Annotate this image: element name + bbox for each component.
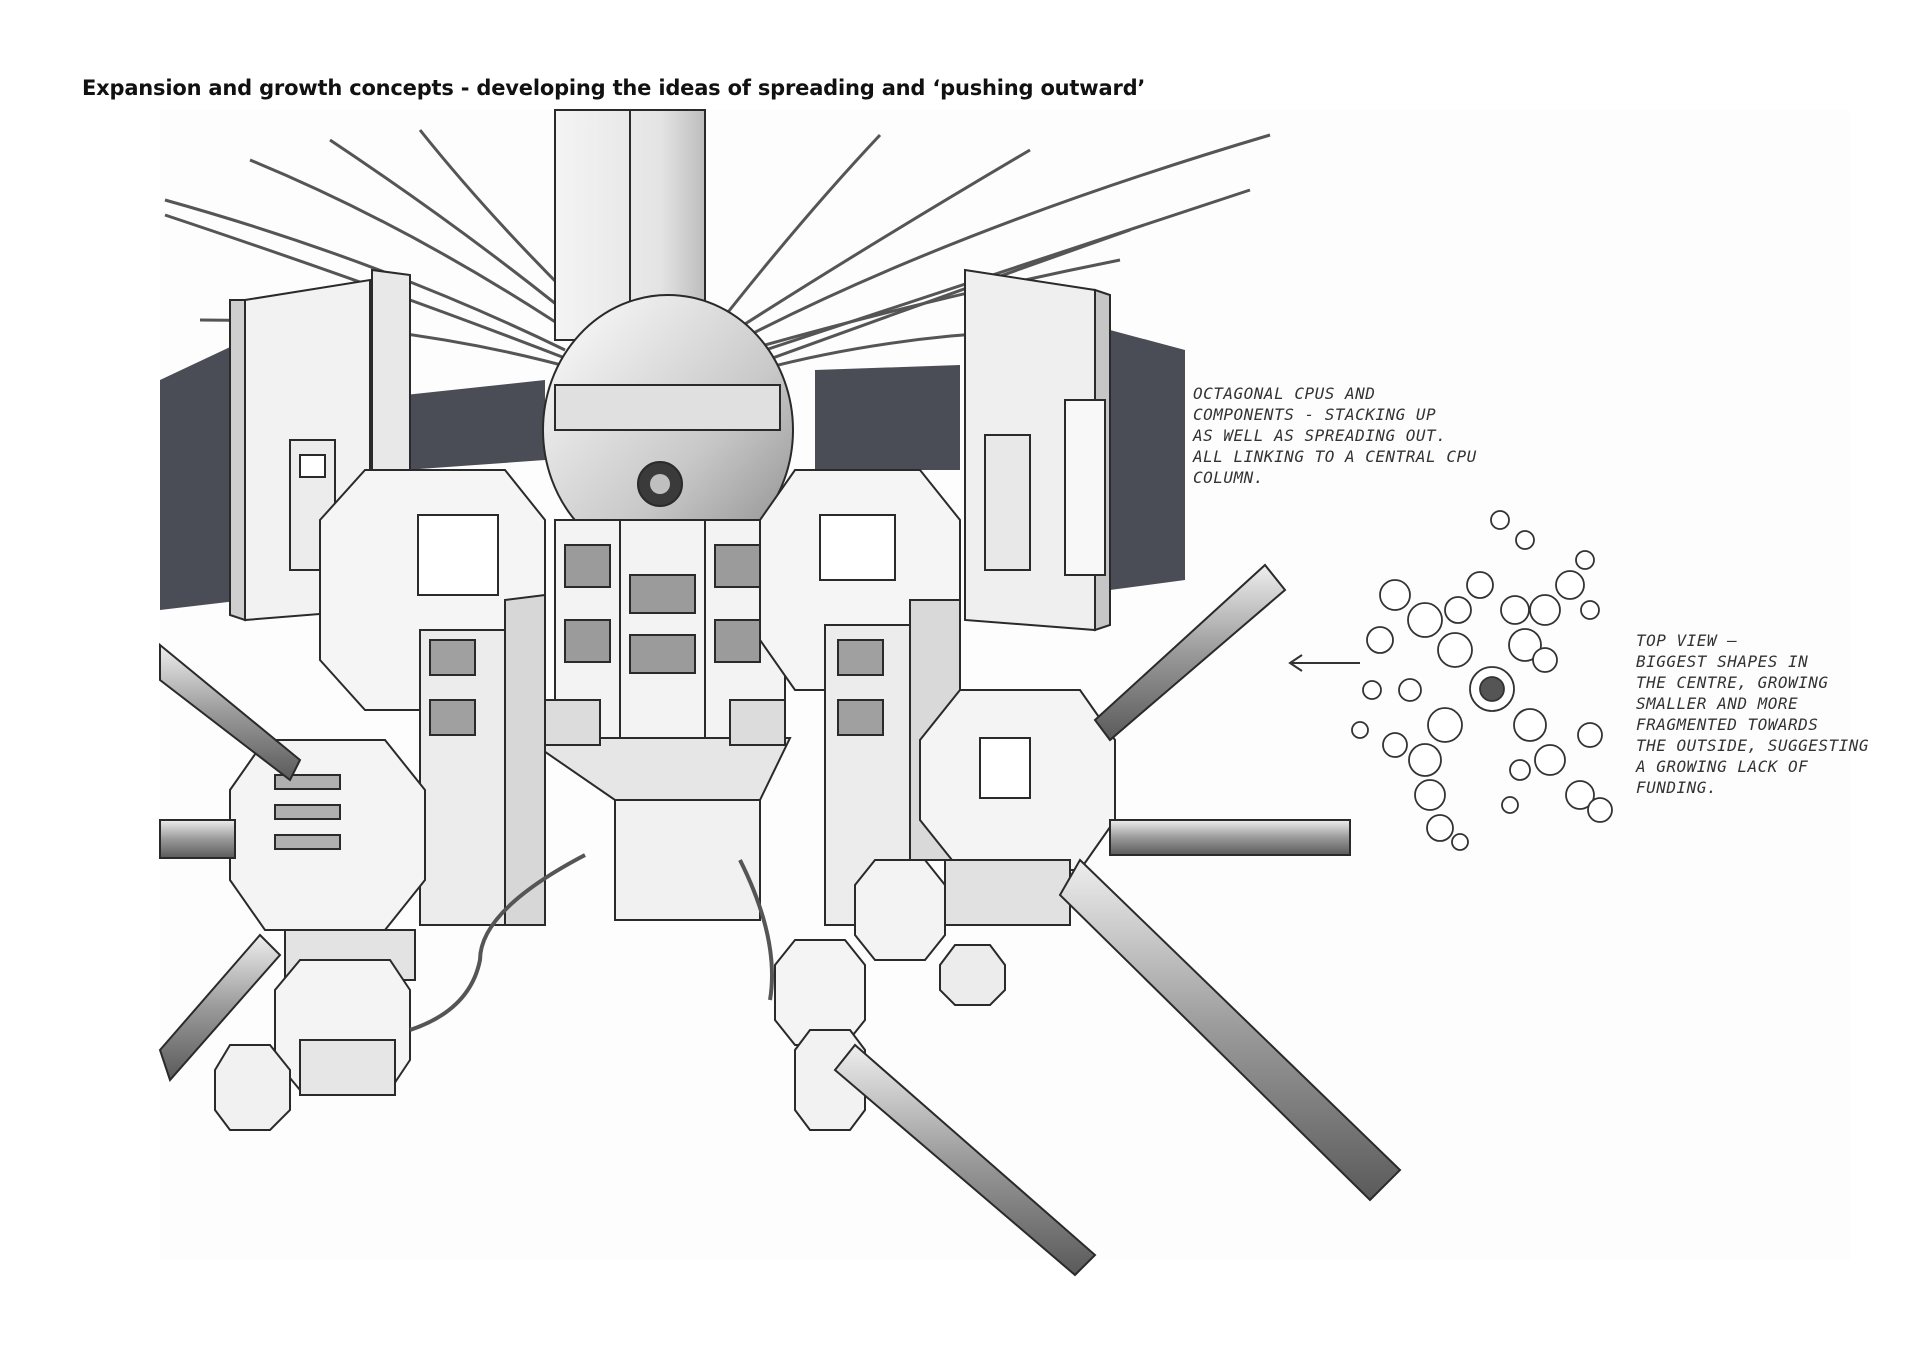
top-view-annotation-line: FUNDING. <box>1636 778 1718 797</box>
top-view-annotation-line: A GROWING LACK OF <box>1636 757 1809 776</box>
cpu-annotation: OCTAGONAL CPUS AND COMPONENTS - STACKING… <box>1193 383 1493 488</box>
top-view-annotation-line: TOP VIEW — <box>1636 631 1738 650</box>
top-view-annotation-line: BIGGEST SHAPES IN <box>1636 652 1809 671</box>
cpu-annotation-line: OCTAGONAL CPUS AND <box>1193 384 1376 403</box>
top-view-annotation-line: THE CENTRE, GROWING <box>1636 673 1829 692</box>
dark-background-masses <box>160 330 1185 610</box>
cpu-annotation-line: AS WELL AS SPREADING OUT. <box>1193 426 1447 445</box>
cpu-annotation-line: COMPONENTS - STACKING UP <box>1193 405 1437 424</box>
left-octagon-module <box>319 469 546 926</box>
page-title: Expansion and growth concepts - developi… <box>82 76 1146 100</box>
small-foreground-modules <box>214 859 1006 1131</box>
far-right-octagon-module <box>919 689 1116 926</box>
top-view-annotation-line: SMALLER AND MORE <box>1636 694 1799 713</box>
pointer-arrow <box>1288 654 1360 672</box>
top-view-diagram <box>1351 510 1613 851</box>
cable-pipes <box>158 563 1402 1277</box>
top-view-annotation-line: THE OUTSIDE, SUGGESTING <box>1636 736 1870 755</box>
central-cpu-column <box>521 109 794 921</box>
back-server-towers <box>229 268 1111 632</box>
top-view-annotation-line: FRAGMENTED TOWARDS <box>1636 715 1819 734</box>
top-view-annotation: TOP VIEW — BIGGEST SHAPES IN THE CENTRE,… <box>1636 630 1870 798</box>
cpu-annotation-line: COLUMN. <box>1193 468 1264 487</box>
far-left-octagon-module <box>229 739 426 981</box>
cpu-annotation-line: ALL LINKING TO A CENTRAL CPU <box>1193 447 1477 466</box>
right-octagon-module <box>759 469 961 926</box>
